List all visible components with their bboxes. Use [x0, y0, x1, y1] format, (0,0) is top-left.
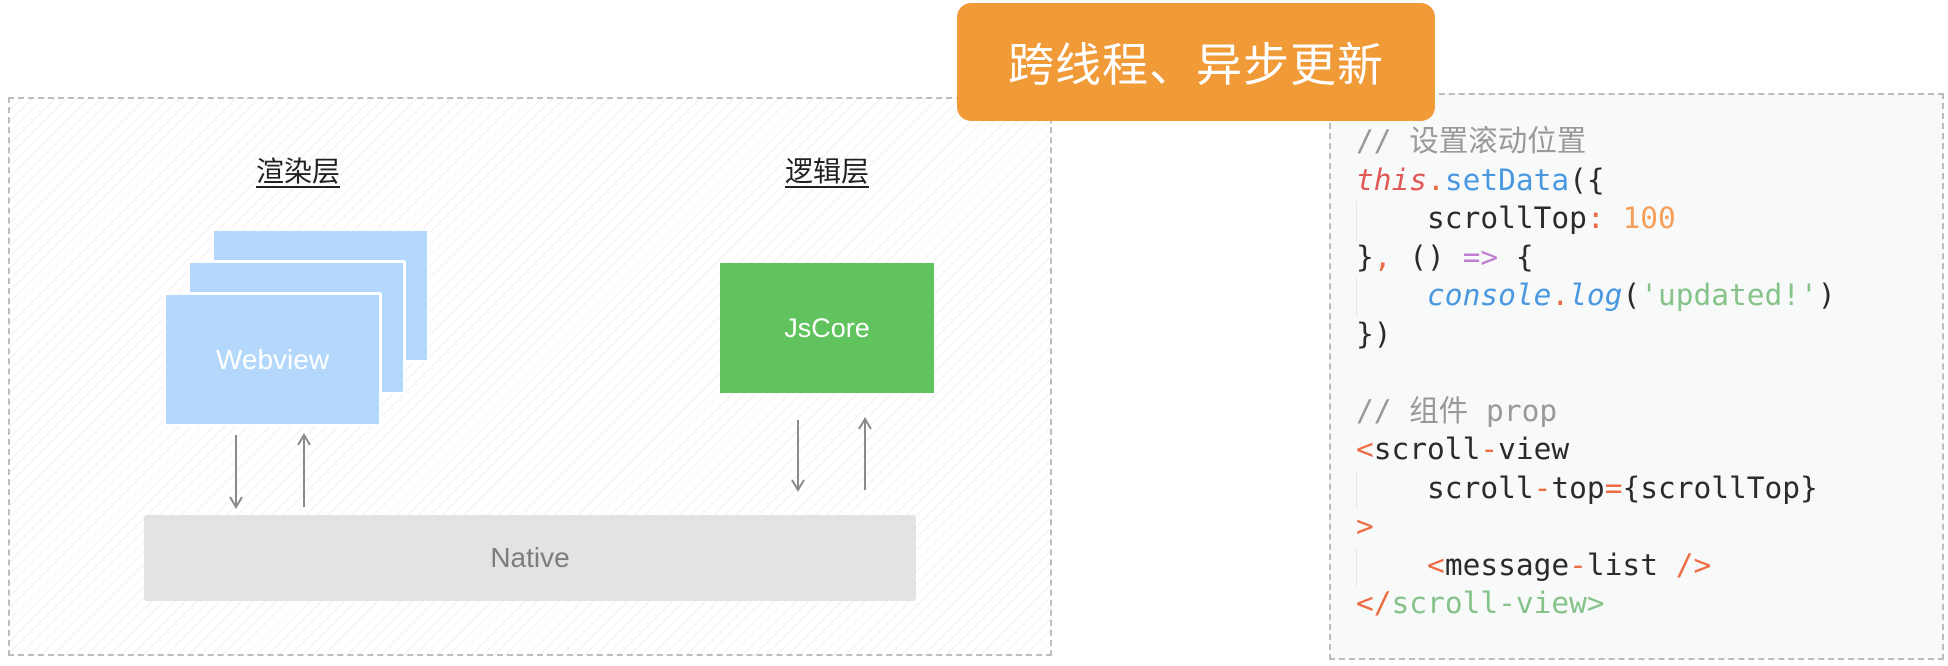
- code-panel: // 设置滚动位置 this.setData({ scrollTop: 100},…: [1329, 93, 1944, 660]
- code-line-close: }): [1356, 316, 1392, 351]
- native-bar: Native: [144, 515, 916, 601]
- async-update-banner: 跨线程、异步更新: [957, 3, 1435, 121]
- code-line-comment-prop: // 组件 prop: [1356, 393, 1558, 428]
- code-line-blank: [1356, 353, 1836, 392]
- code-line-console-log: console.log('updated!'): [1356, 276, 1836, 317]
- native-label: Native: [490, 542, 570, 573]
- code-line-scroll-view-open: <scroll-view: [1356, 432, 1570, 466]
- banner-text: 跨线程、异步更新: [1008, 38, 1384, 92]
- jscore-down-arrowhead: [791, 479, 805, 492]
- code-line-tag-gt: >: [1356, 509, 1374, 543]
- webview-label: Webview: [215, 343, 330, 375]
- code-line-setdata: this.setData({: [1356, 162, 1605, 197]
- code-line-message-list: <message-list />: [1356, 546, 1836, 586]
- code-line-callback: }, () => {: [1356, 239, 1534, 274]
- code-line-comment-scroll: // 设置滚动位置: [1356, 124, 1587, 158]
- code-line-scrolltop: scrollTop: 100: [1356, 199, 1836, 240]
- webview-down-arrowhead: [229, 496, 243, 509]
- render-layer-title: 渲染层: [256, 155, 341, 188]
- webview-up-arrowhead: [297, 433, 311, 446]
- jscore-label: JsCore: [784, 312, 870, 343]
- jscore-up-arrowhead: [858, 417, 872, 430]
- code-line-scroll-view-close: </scroll-view>: [1356, 586, 1605, 620]
- code-block: // 设置滚动位置 this.setData({ scrollTop: 100},…: [1356, 122, 1836, 623]
- code-line-scroll-top-prop: scroll-top={scrollTop}: [1356, 469, 1836, 509]
- logic-layer-title: 逻辑层: [785, 155, 870, 188]
- webview-card-front: Webview: [163, 292, 382, 427]
- jscore-box: JsCore: [720, 263, 934, 393]
